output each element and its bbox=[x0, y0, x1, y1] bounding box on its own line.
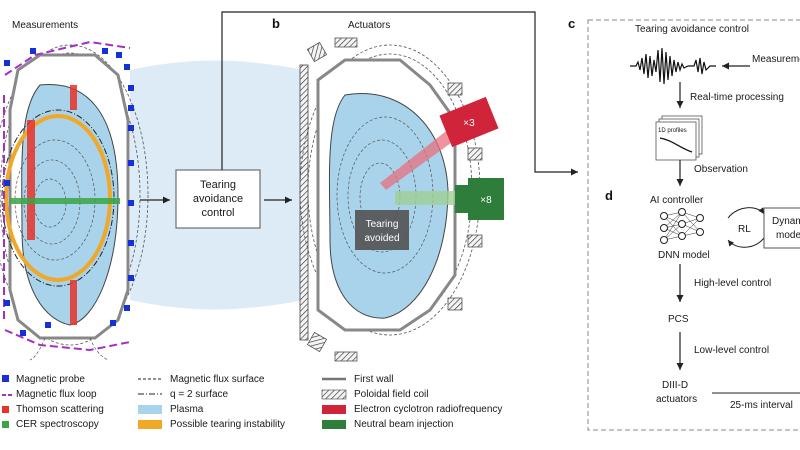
profiles-stack bbox=[655, 115, 703, 161]
legend-poloidal-field-coil: Poloidal field coil bbox=[354, 389, 429, 400]
thomson-scattering-lower bbox=[70, 280, 77, 325]
dynamics-label-line1: Dynamics bbox=[772, 216, 800, 227]
high-level-control-label: High-level control bbox=[694, 278, 771, 289]
control-box-line1: Tearing bbox=[200, 179, 236, 191]
legend-first-wall: First wall bbox=[354, 374, 393, 385]
legend-q2-surface: q = 2 surface bbox=[170, 389, 229, 400]
poloidal-field-coils bbox=[306, 37, 483, 362]
ec-count: ×3 bbox=[463, 118, 475, 129]
control-box-line3: control bbox=[201, 207, 234, 219]
legend: Magnetic probe Magnetic flux loop Thomso… bbox=[2, 374, 502, 430]
dnn-model-label: DNN model bbox=[658, 250, 710, 261]
center-stack bbox=[299, 64, 309, 341]
ai-controller-label: AI controller bbox=[650, 195, 704, 206]
legend-thomson-scattering: Thomson scattering bbox=[16, 404, 104, 415]
realtime-processing-label: Real-time processing bbox=[690, 92, 784, 103]
ec-launcher bbox=[439, 96, 499, 148]
rl-cycle-arrow-top bbox=[727, 207, 765, 219]
panel-a-title: Measurements bbox=[12, 20, 78, 31]
dynamics-label-line2: model bbox=[776, 230, 800, 241]
pcs-label: PCS bbox=[668, 314, 689, 325]
profiles-label: 1D profiles bbox=[658, 128, 687, 134]
tearing-avoidance-control-box bbox=[175, 169, 261, 229]
measurements-input-label: Measurements bbox=[752, 54, 800, 65]
interval-label: 25-ms interval bbox=[730, 400, 793, 411]
control-box-line2: avoidance bbox=[193, 193, 243, 205]
dynamics-model-box bbox=[763, 207, 800, 249]
thomson-scattering-core bbox=[27, 120, 35, 240]
tearing-avoided-box bbox=[355, 210, 409, 250]
plasma-b bbox=[328, 93, 449, 319]
panel-c-letter: c bbox=[568, 16, 575, 31]
cer-spectroscopy bbox=[10, 198, 120, 204]
legend-cer-spectroscopy: CER spectroscopy bbox=[16, 419, 99, 430]
dnn-network-icon bbox=[660, 208, 704, 244]
rl-label: RL bbox=[738, 224, 751, 235]
panel-d-letter: d bbox=[605, 188, 613, 203]
ec-beam bbox=[380, 128, 455, 190]
rl-cycle-arrow-bottom bbox=[727, 237, 765, 248]
low-level-control-label: Low-level control bbox=[694, 345, 769, 356]
legend-magnetic-probe: Magnetic probe bbox=[16, 374, 85, 385]
diiid-label-line2: actuators bbox=[656, 394, 697, 405]
nb-injector bbox=[455, 185, 469, 213]
tearing-avoided-line1: Tearing bbox=[366, 219, 399, 230]
panel-b-letter: b bbox=[272, 16, 280, 31]
observation-label: Observation bbox=[694, 164, 748, 175]
legend-plasma: Plasma bbox=[170, 404, 204, 415]
nb-beam bbox=[395, 191, 455, 205]
magnetic-probes bbox=[4, 48, 134, 336]
legend-magnetic-flux-loop: Magnetic flux loop bbox=[16, 389, 97, 400]
nb-count: ×8 bbox=[480, 195, 492, 206]
diiid-label-line1: DIII-D bbox=[662, 380, 688, 391]
connector-top bbox=[221, 11, 578, 176]
magnetic-flux-loop-lower bbox=[4, 329, 131, 352]
tearing-avoided-line2: avoided bbox=[364, 233, 399, 244]
signal-waveform bbox=[630, 47, 716, 85]
panel-a-tokamak bbox=[0, 40, 149, 361]
thomson-scattering-upper bbox=[70, 85, 77, 110]
legend-neutral-beam-injection: Neutral beam injection bbox=[354, 419, 454, 430]
magnetic-flux-loop-upper bbox=[4, 40, 131, 76]
legend-magnetic-flux-surface: Magnetic flux surface bbox=[170, 374, 265, 385]
panel-c-title: Tearing avoidance control bbox=[635, 24, 749, 35]
panel-b-tokamak: Tearing avoided ×3 ×8 bbox=[299, 37, 504, 362]
panel-c-frame bbox=[587, 19, 800, 431]
legend-possible-tearing-instability: Possible tearing instability bbox=[170, 419, 285, 430]
panel-b-title: Actuators bbox=[348, 20, 390, 31]
legend-ec-radiofrequency: Electron cyclotron radiofrequency bbox=[354, 404, 502, 415]
